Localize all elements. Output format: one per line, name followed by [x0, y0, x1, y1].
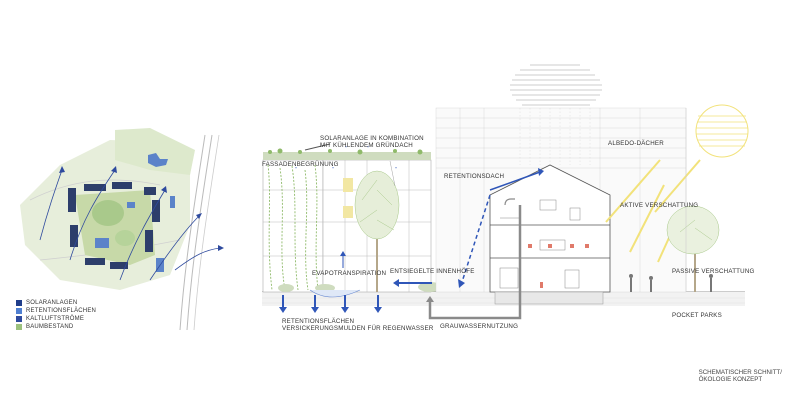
- svg-text:″: ″: [367, 146, 369, 152]
- retention-area: [148, 153, 168, 167]
- cold-air-arrow: [149, 214, 201, 281]
- site-green-area-north: [115, 128, 195, 175]
- green-roof: [263, 152, 431, 160]
- svg-text:″: ″: [345, 146, 347, 152]
- left-building: [262, 159, 324, 293]
- label-unsealed-courtyards: ENTSIEGELTE INNENHÖFE: [390, 268, 475, 275]
- sun: [695, 104, 749, 158]
- arrow-head: [196, 213, 202, 219]
- window-highlight: [343, 178, 353, 192]
- retention-basin: [309, 289, 361, 298]
- tree-canopy: [115, 230, 135, 246]
- label-solar-line2: MIT KÜHLENDEM GRÜNDACH: [320, 142, 413, 150]
- cold-air-arrow: [39, 169, 63, 241]
- courtyard: [75, 190, 155, 265]
- legend-label-cold-air: KALTLUFTSTRÖME: [26, 316, 85, 322]
- greywater-pipe: [428, 205, 522, 320]
- rain-cloud: [510, 64, 602, 106]
- legend: SOLARANLAGEN RETENTIONSFLÄCHEN KALTLUFTS…: [16, 299, 96, 331]
- label-active-shading: AKTIVE VERSCHATTUNG: [620, 202, 699, 209]
- building-block: [112, 182, 132, 189]
- label-retention-roof: RETENTIONSDACH: [444, 173, 505, 180]
- cold-air-arrow: [174, 247, 221, 271]
- building-block: [110, 262, 128, 269]
- courtyard-tree: [354, 170, 400, 292]
- building-block: [152, 200, 160, 222]
- label-retention-line2: VERSICKERUNGSMULDEN FÜR REGENWASSER: [282, 325, 434, 333]
- drawing-caption: SCHEMATISCHER SCHNITT/ ÖKOLOGIE KONZEPT: [699, 369, 782, 384]
- svg-text:″: ″: [332, 167, 334, 173]
- building-block: [70, 225, 78, 247]
- legend-label-trees: BAUMBESTAND: [26, 324, 74, 330]
- climbing-plant: [279, 167, 286, 291]
- site-plan: [20, 128, 224, 331]
- leader-line: [389, 160, 396, 187]
- legend-swatch-solar: [16, 300, 22, 306]
- solar-roof: [127, 202, 135, 208]
- tree-canopy: [92, 200, 124, 226]
- cold-air-arrow: [69, 169, 116, 261]
- legend-item-solar: SOLARANLAGEN: [16, 299, 96, 307]
- sun-ray: [629, 184, 665, 253]
- arrow-head: [59, 166, 65, 173]
- label-retention-areas: RETENTIONSFLÄCHEN VERSICKERUNGSMULDEN FÜ…: [282, 318, 434, 333]
- section-drawing: ″″″ ″″″ ″″″: [262, 64, 749, 320]
- legend-item-retention: RETENTIONSFLÄCHEN: [16, 307, 96, 315]
- roof-water-arrow: [489, 171, 541, 191]
- climbing-plant: [304, 169, 309, 291]
- label-facade-greening: FASSADENBEGRÜNUNG: [262, 161, 339, 168]
- sun-ray: [654, 159, 701, 213]
- building-block: [84, 184, 106, 191]
- arrow-head: [161, 186, 167, 193]
- railway-line: [193, 134, 220, 331]
- climbing-plant: [314, 164, 319, 291]
- label-retention-line1: RETENTIONSFLÄCHEN: [282, 318, 355, 325]
- railway-line: [179, 134, 206, 331]
- legend-swatch-retention: [16, 308, 22, 314]
- cold-air-arrow: [119, 189, 166, 281]
- building-block: [85, 258, 105, 265]
- label-evapotranspiration: EVAPOTRANSPIRATION: [312, 270, 387, 277]
- label-pocket-parks: POCKET PARKS: [672, 312, 722, 319]
- caption-line2: ÖKOLOGIE KONZEPT: [698, 376, 763, 384]
- legend-swatch-cold-air: [16, 316, 22, 322]
- basement: [494, 291, 604, 305]
- solar-panel: [304, 143, 331, 151]
- climbing-plant: [291, 165, 299, 291]
- legend-label-solar: SOLARANLAGEN: [26, 300, 78, 306]
- legend-item-trees: BAUMBESTAND: [16, 323, 96, 331]
- legend-item-cold-air: KALTLUFTSTRÖME: [16, 315, 96, 323]
- climbing-plant: [267, 164, 273, 291]
- legend-swatch-trees: [16, 324, 22, 330]
- solar-roof: [170, 196, 175, 208]
- label-solar-line1: SOLARANLAGE IN KOMBINATION: [320, 135, 424, 142]
- svg-text:″: ″: [395, 167, 397, 173]
- label-solar: SOLARANLAGE IN KOMBINATION MIT KÜHLENDEM…: [320, 135, 424, 150]
- street-line: [29, 179, 161, 201]
- label-albedo-roofs: ALBEDO-DÄCHER: [608, 140, 664, 147]
- legend-label-retention: RETENTIONSFLÄCHEN: [26, 308, 97, 314]
- railway-line: [186, 134, 213, 331]
- arrow-head: [218, 245, 224, 251]
- label-greywater: GRAUWASSERNUTZUNG: [440, 323, 519, 330]
- downpipe-arrow: [461, 194, 491, 283]
- building-block: [144, 187, 156, 195]
- window-highlight: [343, 206, 353, 218]
- solar-roof: [95, 238, 109, 248]
- arrow-head: [111, 166, 117, 173]
- caption-line1: SCHEMATISCHER SCHNITT/: [698, 369, 782, 376]
- building-block: [145, 230, 153, 252]
- sun-ray: [605, 159, 661, 223]
- shade-tree: [666, 205, 720, 292]
- label-passive-shading: PASSIVE VERSCHATTUNG: [672, 268, 755, 275]
- svg-text:″: ″: [295, 167, 297, 173]
- building-block: [68, 188, 76, 212]
